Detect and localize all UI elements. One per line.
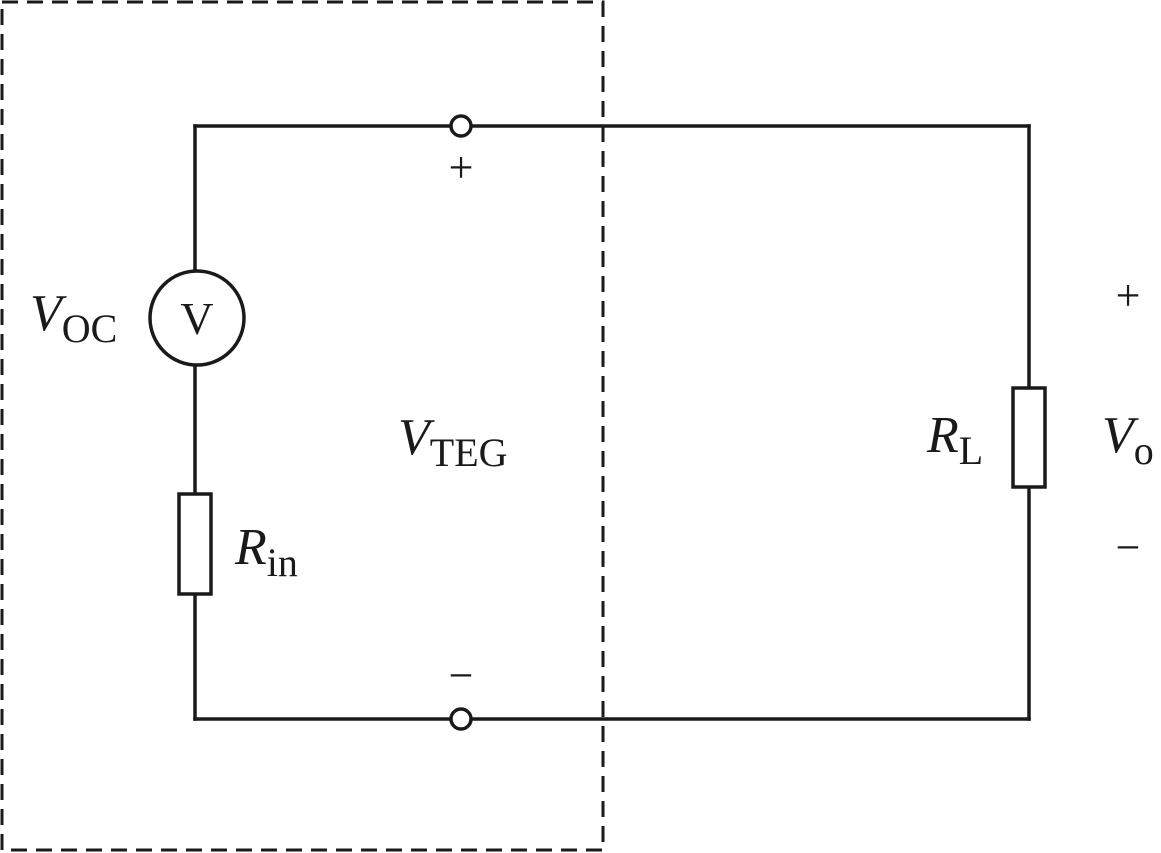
output-voltage-label-sub: o	[1134, 428, 1154, 473]
terminal-minus-sign: −	[449, 651, 474, 700]
load-resistor-label-main: R	[926, 407, 959, 464]
output-minus-sign: −	[1116, 523, 1141, 572]
output-voltage-label: Vo	[1102, 407, 1154, 473]
internal-resistor-label: Rin	[234, 519, 298, 585]
source-label-sub: OC	[62, 306, 118, 351]
voltage-source-meter-letter: V	[180, 293, 213, 344]
load-resistor-symbol	[1011, 386, 1047, 489]
teg-boundary-box	[0, 0, 605, 852]
teg-voltage-label-main: V	[398, 409, 435, 466]
internal-resistor-symbol	[177, 492, 213, 596]
source-label-main: V	[30, 285, 67, 342]
load-resistor-label-sub: L	[959, 428, 983, 473]
voltage-source-symbol	[148, 269, 246, 367]
output-plus-sign: +	[1116, 271, 1141, 320]
teg-voltage-label: VTEG	[398, 409, 508, 475]
internal-resistor-label-sub: in	[267, 540, 298, 585]
teg-voltage-label-sub: TEG	[430, 430, 508, 475]
output-voltage-label-main: V	[1102, 407, 1139, 464]
wires	[193, 124, 1031, 721]
terminal-positive	[449, 114, 473, 138]
terminal-negative	[449, 707, 473, 731]
internal-resistor-label-main: R	[234, 519, 267, 576]
load-resistor-label: RL	[926, 407, 983, 473]
source-label: VOC	[30, 285, 117, 351]
terminal-plus-sign: +	[449, 143, 474, 192]
